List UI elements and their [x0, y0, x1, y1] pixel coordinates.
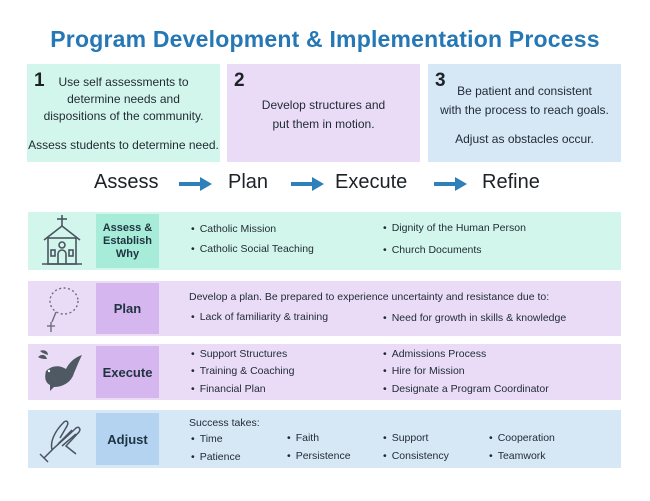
step-1-box: 1 Use self assessments to determine need… [27, 64, 220, 162]
bullet-item: Consistency [383, 450, 449, 462]
dove-icon [38, 350, 82, 391]
arrow-right-icon [434, 177, 467, 191]
step-text: put them in motion. [272, 117, 375, 131]
bullet-item: Time [191, 433, 223, 445]
row-label-adjust: Adjust [96, 413, 159, 465]
bullet-item: Training & Coaching [191, 365, 295, 377]
step-text: with the process to reach goals. [440, 103, 609, 117]
bullet-item: Support [383, 432, 429, 444]
row-execute: Execute Support Structures Training & Co… [28, 344, 621, 400]
step-text: determine needs and [67, 92, 180, 106]
label-line: Assess & [102, 221, 153, 234]
bullet-item: Financial Plan [191, 383, 266, 395]
page-title: Program Development & Implementation Pro… [50, 26, 600, 52]
bullet-item: Lack of familiarity & training [191, 311, 328, 323]
bullet-item: Designate a Program Coordinator [383, 383, 549, 395]
praying-hands-icon [39, 420, 81, 463]
bullet-item: Faith [287, 432, 319, 444]
flow-refine: Refine [482, 171, 540, 193]
bullet-item: Persistence [287, 450, 351, 462]
step-2-box: 2 Develop structures and put them in mot… [227, 64, 420, 162]
bullet-item: Hire for Mission [383, 365, 465, 377]
label-line: Why [115, 247, 140, 260]
step-text: Assess students to determine need. [28, 138, 219, 152]
row-assess: Assess & Establish Why Catholic Mission … [28, 212, 621, 270]
step-text: Adjust as obstacles occur. [455, 132, 594, 146]
bullet-item: Catholic Mission [191, 223, 276, 235]
flow-execute: Execute [335, 171, 408, 193]
bullet-item: Need for growth in skills & knowledge [383, 312, 567, 324]
row-plan: Plan Develop a plan. Be prepared to expe… [28, 281, 621, 336]
church-icon [42, 215, 82, 265]
bullet-item: Dignity of the Human Person [383, 222, 526, 234]
bullet-item: Teamwork [489, 450, 546, 462]
row-label-assess: Assess & Establish Why [96, 214, 159, 268]
row-label-execute: Execute [96, 346, 159, 398]
row-label-plan: Plan [96, 283, 159, 334]
step-text: dispositions of the community. [43, 109, 204, 123]
label-line: Establish [103, 234, 152, 247]
row-adjust: Adjust Success takes: Time Patience Fait… [28, 410, 621, 468]
bullet-item: Patience [191, 451, 241, 463]
bullet-item: Admissions Process [383, 348, 487, 360]
flow-plan: Plan [228, 171, 269, 193]
bullet-item: Support Structures [191, 348, 288, 360]
step-text: Develop structures and [261, 98, 386, 112]
step-3-box: 3 Be patient and consistent with the pro… [428, 64, 621, 162]
row-intro: Develop a plan. Be prepared to experienc… [189, 291, 550, 303]
step-text: Use self assessments to [58, 75, 189, 89]
step-number: 3 [435, 70, 446, 91]
arrow-right-icon [179, 177, 212, 191]
bullet-item: Church Documents [383, 244, 482, 256]
step-number: 1 [34, 70, 45, 91]
bullet-item: Cooperation [489, 432, 555, 444]
step-text: Be patient and consistent [457, 84, 592, 98]
rosary-icon [47, 287, 79, 332]
flow-assess: Assess [94, 171, 159, 193]
row-intro: Success takes: [189, 417, 260, 429]
bullet-item: Catholic Social Teaching [191, 243, 314, 255]
step-number: 2 [234, 70, 245, 91]
arrow-right-icon [291, 177, 324, 191]
